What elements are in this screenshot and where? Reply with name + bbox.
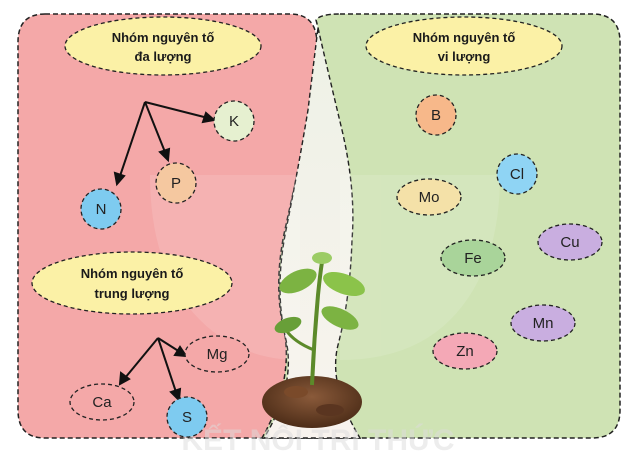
- secondary-group-label: Nhóm nguyên tố trung lượng: [31, 251, 233, 315]
- svg-text:B: B: [431, 107, 441, 124]
- overlap-drop: [262, 27, 362, 439]
- secondary-label-line1: Nhóm nguyên tố: [81, 266, 184, 281]
- svg-text:Cl: Cl: [510, 166, 524, 183]
- macro-label-line2: đa lượng: [135, 49, 192, 64]
- macro-arrows: [113, 101, 217, 187]
- watermark-logo: [150, 175, 500, 360]
- svg-text:Mg: Mg: [207, 346, 228, 363]
- watermark-text: KẾT NỐI TRI THỨC: [181, 423, 454, 457]
- svg-text:S: S: [182, 409, 192, 426]
- element-Fe: Fe: [440, 239, 506, 277]
- svg-text:N: N: [96, 201, 107, 218]
- element-K: K: [213, 100, 255, 142]
- element-Mo: Mo: [396, 178, 462, 216]
- element-B: B: [415, 94, 457, 136]
- secondary-arrows: [118, 337, 188, 403]
- micro-group-label: Nhóm nguyên tố vi lượng: [365, 16, 563, 76]
- svg-text:K: K: [229, 113, 239, 130]
- svg-text:Zn: Zn: [456, 343, 474, 360]
- svg-text:P: P: [171, 175, 181, 192]
- macro-label-line1: Nhóm nguyên tố: [112, 30, 215, 45]
- element-N: N: [80, 188, 122, 230]
- element-Mn: Mn: [510, 304, 576, 342]
- svg-text:Mo: Mo: [419, 189, 440, 206]
- element-Cl: Cl: [496, 153, 538, 195]
- svg-text:Cu: Cu: [560, 234, 579, 251]
- micro-label-line1: Nhóm nguyên tố: [413, 30, 516, 45]
- seedling-icon: [262, 252, 365, 428]
- element-Cu: Cu: [537, 223, 603, 261]
- svg-text:Fe: Fe: [464, 250, 482, 267]
- micro-label-line2: vi lượng: [438, 49, 491, 64]
- svg-text:Mn: Mn: [533, 315, 554, 332]
- element-P: P: [155, 162, 197, 204]
- element-Mg: Mg: [184, 335, 250, 373]
- element-S: S: [166, 396, 208, 438]
- element-Zn: Zn: [432, 332, 498, 370]
- element-Ca: Ca: [69, 383, 135, 421]
- secondary-label-line2: trung lượng: [95, 286, 170, 301]
- svg-text:Ca: Ca: [92, 394, 112, 411]
- macro-group-label: Nhóm nguyên tố đa lượng: [64, 16, 262, 76]
